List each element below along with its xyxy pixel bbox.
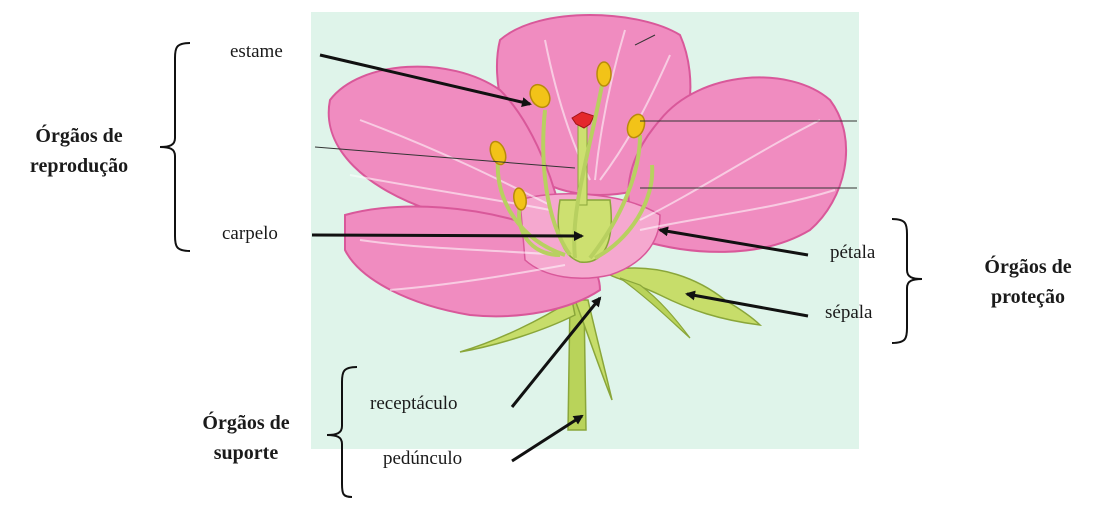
group-label-reproducao: Órgãos de reprodução <box>4 121 154 181</box>
label-estame: estame <box>230 41 283 63</box>
group-protecao-line1: Órgãos de <box>958 252 1098 282</box>
label-petala: pétala <box>830 242 875 264</box>
group-label-suporte: Órgãos de suporte <box>176 408 316 468</box>
group-label-protecao: Órgãos de proteção <box>958 252 1098 312</box>
arrow-carpelo <box>312 235 582 236</box>
group-suporte-line2: suporte <box>176 438 316 468</box>
label-sepala: sépala <box>825 302 872 324</box>
label-carpelo: carpelo <box>222 223 278 245</box>
label-receptaculo: receptáculo <box>370 393 458 415</box>
group-protecao-line2: proteção <box>958 282 1098 312</box>
group-suporte-line1: Órgãos de <box>176 408 316 438</box>
bracket-protecao <box>892 219 922 343</box>
bracket-reproducao <box>160 43 190 251</box>
label-pedunculo: pedúnculo <box>383 448 462 470</box>
group-reproducao-line2: reprodução <box>4 151 154 181</box>
group-reproducao-line1: Órgãos de <box>4 121 154 151</box>
